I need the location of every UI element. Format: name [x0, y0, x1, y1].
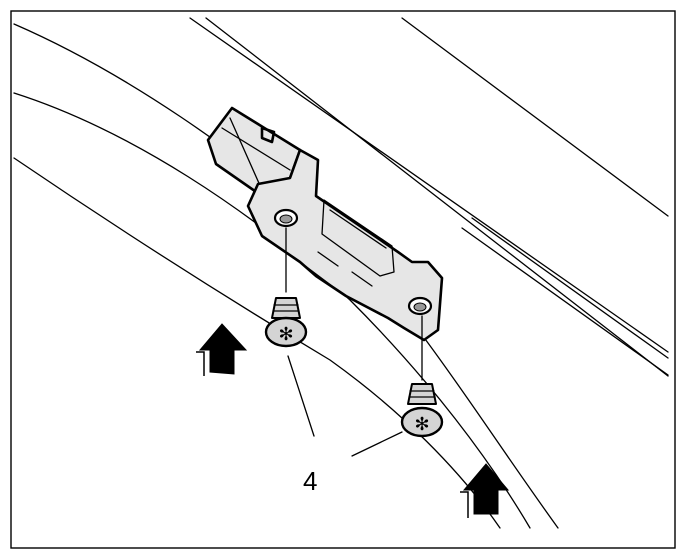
torx-upper-icon: ✻ — [278, 324, 293, 344]
connector-face-edge — [229, 117, 263, 191]
screw-upper: ✻ — [264, 297, 308, 348]
rail-edge-top — [401, 17, 669, 217]
screw-upper-shank — [271, 297, 301, 319]
connector-ridge — [221, 127, 291, 171]
sensor-rib-2 — [351, 271, 373, 287]
screw-lower-head — [400, 406, 444, 438]
screw-lower-shank — [407, 383, 437, 405]
body-panel-lines — [13, 17, 669, 529]
callout-leader-upper — [287, 355, 315, 437]
rail-edge-upper — [189, 17, 669, 353]
sensor-body — [246, 148, 444, 342]
torx-lower-icon: ✻ — [414, 414, 429, 434]
callout-leader-lower — [351, 431, 403, 457]
up-arrow-right-icon — [460, 463, 510, 518]
callout-label: 4 — [303, 466, 317, 496]
rail-edge-upper-inner — [205, 17, 669, 377]
rail-edge-mid — [461, 227, 669, 376]
sensor-cover-plate — [321, 199, 395, 277]
sensor-cover-detail — [329, 209, 387, 249]
screw-upper-head — [264, 316, 308, 348]
rail-edge-mid-inner — [471, 217, 669, 359]
mounting-hole-upper-inner — [279, 214, 293, 224]
up-arrow-left-icon — [196, 323, 248, 376]
panel-contour-lower — [13, 157, 501, 529]
sensor-rib-1 — [317, 251, 339, 267]
mounting-hole-lower-inner — [413, 302, 427, 312]
screw-lower: ✻ — [400, 383, 444, 438]
screw-upper-thread — [272, 304, 300, 312]
sensor-base-edge — [299, 261, 341, 293]
sensor-module — [206, 106, 444, 342]
connector-latch — [260, 126, 276, 144]
screw-lower-thread — [408, 390, 436, 398]
